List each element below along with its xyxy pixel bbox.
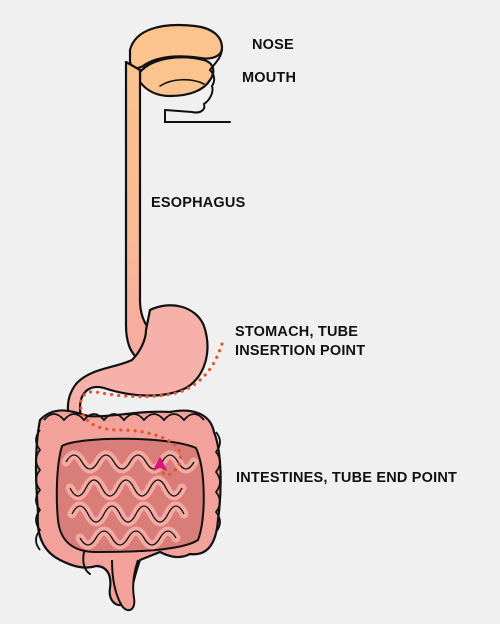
small-intestine [55,437,205,553]
esophagus-tube [124,60,152,362]
mouth-label: MOUTH [242,70,297,86]
tongue [159,78,205,87]
nose-label: NOSE [252,37,294,53]
nasal-cavity [128,23,224,70]
colon-haustra-left [35,429,42,551]
tube-end-point-marker [153,457,167,471]
mouth-cavity [138,56,215,98]
colon-haustra-top [43,413,205,422]
intestine-loop-row-3-outline [71,505,185,523]
intestine-loop-row-4-outline [79,530,177,546]
stomach-label-line-1: STOMACH, TUBE [235,324,359,340]
stomach-label-line-2: INSERTION POINT [235,343,366,359]
intestine-loop-row-2-outline [69,479,183,497]
face-profile-outline [164,47,223,114]
intestine-loop-row-1-outline [65,454,195,470]
head-cavity [128,23,231,123]
appendix [82,551,91,575]
intestines-label: INTESTINES, TUBE END POINT [236,470,458,486]
esophagus-label: ESOPHAGUS [151,195,246,211]
chin-outline [164,109,231,123]
stomach-insertion-label: STOMACH, TUBE INSERTION POINT [235,323,365,361]
colon-haustra-right [214,431,221,533]
rectum [111,559,139,612]
